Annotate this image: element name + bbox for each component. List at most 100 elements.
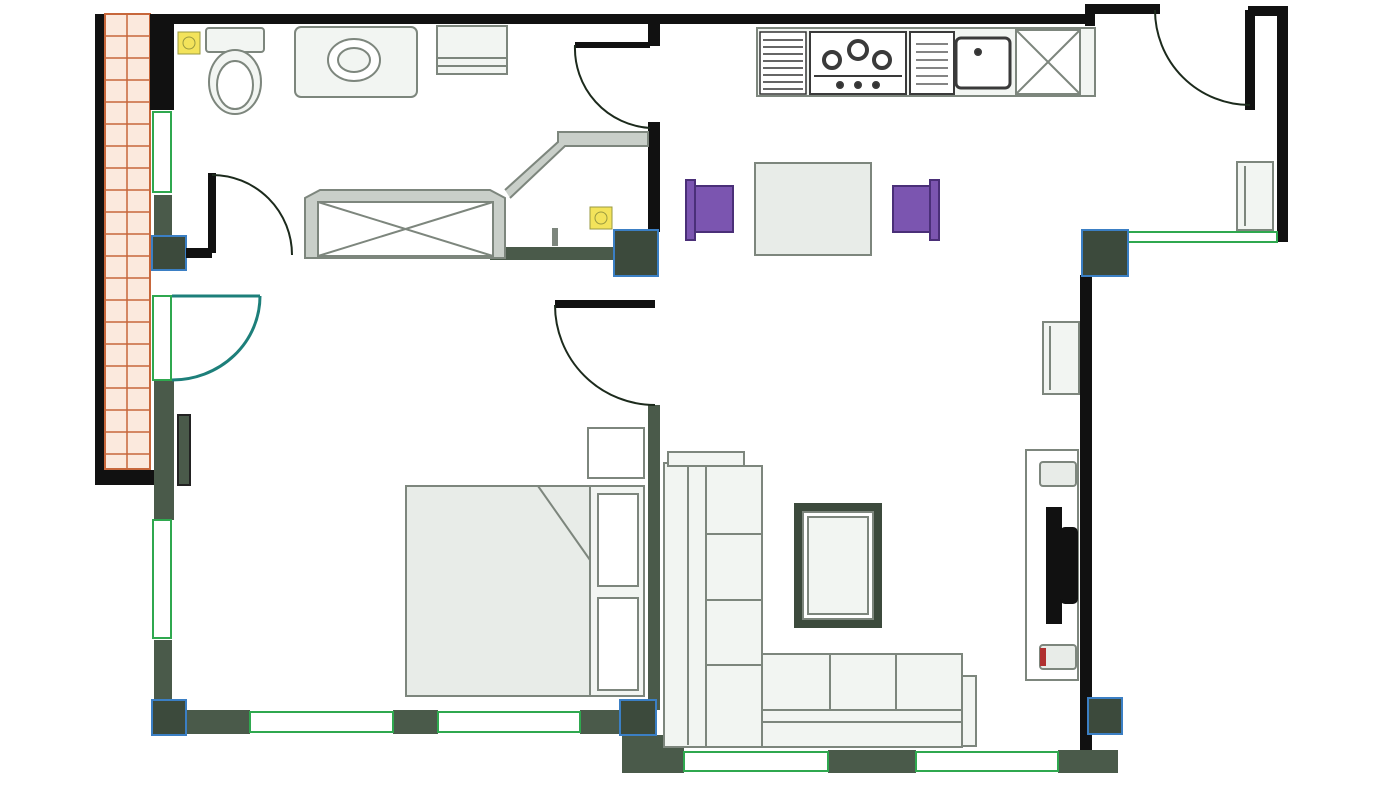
dining-table-icon <box>754 162 872 256</box>
wardrobe-handle <box>177 414 191 486</box>
tv-stand <box>1060 527 1078 604</box>
chair-left-back <box>685 179 696 241</box>
entry-wall-top <box>1085 4 1160 14</box>
window-left-upper <box>152 111 172 193</box>
left-wall-gray-1 <box>154 195 172 240</box>
right-wall-upper <box>1248 6 1288 16</box>
balcony-bottom-wall <box>95 470 155 485</box>
column-left-bottom <box>151 699 187 736</box>
fridge <box>1015 29 1081 95</box>
door-bathroom <box>573 42 651 129</box>
kitchen-sink-icon <box>909 31 1012 95</box>
shower-tap <box>552 228 558 246</box>
bath-shelf <box>436 25 508 75</box>
tv-icon <box>1046 507 1078 624</box>
nightstand <box>587 427 645 479</box>
bottom-wall-left-3 <box>580 710 620 734</box>
brick-grid <box>105 14 150 469</box>
window-bottom-4 <box>915 751 1059 772</box>
tv-red-accent <box>1040 648 1046 666</box>
entry-wall-left <box>1085 4 1095 26</box>
door-shower-hinge <box>186 248 212 258</box>
walls <box>150 4 1288 750</box>
sofa-back-horizontal <box>761 709 963 748</box>
column-center <box>613 229 659 277</box>
top-wall <box>150 14 1090 24</box>
chair-icon <box>685 179 940 241</box>
door-entry-swing <box>1154 9 1251 106</box>
stove-icon <box>809 31 907 95</box>
bed-icon <box>405 485 645 697</box>
column-right <box>1081 229 1129 277</box>
right-wall-side <box>1277 6 1288 242</box>
coffee-table-icon <box>794 503 882 628</box>
stove-burner-2 <box>847 39 869 61</box>
pillow-2 <box>597 597 639 691</box>
toilet-tank <box>205 27 265 53</box>
door-shower-leaf <box>208 173 216 253</box>
sofa-icon <box>663 451 977 748</box>
basin-icon <box>294 26 418 98</box>
window-bottom-2 <box>437 711 581 733</box>
sofa-seat-vertical <box>705 465 763 748</box>
partition-step <box>490 247 615 260</box>
sink-drainboard <box>909 31 955 95</box>
window-left-lower <box>152 519 172 639</box>
door-shower <box>186 173 293 258</box>
shelf-entry <box>1236 161 1274 231</box>
chair-left-seat <box>692 185 734 233</box>
door-bathroom-swing <box>573 44 651 129</box>
window-right-ledge <box>1124 231 1278 243</box>
corridor-wall-gray <box>648 405 660 710</box>
light-shower-bulb <box>594 211 608 225</box>
stove-burner-3 <box>872 50 892 70</box>
bath-door-jamb <box>648 24 660 46</box>
drain-rack <box>759 31 807 95</box>
door-balcony-glass <box>171 294 262 382</box>
window-bottom-1 <box>249 711 394 733</box>
sofa-arm-top <box>667 451 745 467</box>
column-center-bottom <box>619 699 657 736</box>
balcony-wall <box>95 14 105 484</box>
shelves <box>177 161 1274 486</box>
door-bedroom-swing <box>554 304 656 406</box>
door-shower-swing <box>211 174 293 256</box>
column-left-mid <box>151 235 187 271</box>
window-left-mid <box>152 295 172 381</box>
kitchen <box>756 27 1096 97</box>
right-wall-door-jamb <box>1245 10 1255 110</box>
door-balcony-glass-swing <box>171 295 262 382</box>
doors <box>171 9 1251 406</box>
dining <box>685 162 940 256</box>
tv-screen <box>1046 507 1062 624</box>
toilet-seat <box>216 60 254 110</box>
chair-right-back <box>929 179 940 241</box>
shelf-living <box>1042 321 1080 395</box>
living-right-wall <box>1080 275 1092 750</box>
sofa-seat-horizontal <box>761 653 963 711</box>
bottom-wall-left-1 <box>185 710 250 734</box>
columns <box>151 229 1129 736</box>
light-bath-bulb <box>182 36 196 50</box>
coffee-table-top <box>807 516 869 615</box>
living <box>663 449 1079 748</box>
sofa-back-vertical <box>663 462 709 748</box>
ceiling-light-icon <box>177 31 613 230</box>
corridor-wall <box>648 122 660 232</box>
tv-unit <box>1025 449 1079 681</box>
window-bottom-3 <box>683 751 829 772</box>
basin-inner <box>337 47 371 73</box>
shower-angle <box>504 131 649 199</box>
sink-bowl <box>954 36 1012 90</box>
bathroom <box>177 25 649 259</box>
tv-speaker-top <box>1039 461 1077 487</box>
toilet-icon <box>205 27 265 115</box>
door-bathroom-leaf <box>575 42 650 48</box>
left-wall-upper <box>150 14 174 110</box>
pillow-1 <box>597 493 639 587</box>
column-right-bottom <box>1087 697 1123 735</box>
sofa-arm-right <box>961 675 977 747</box>
left-wall-gray-2 <box>154 640 172 700</box>
door-bedroom <box>554 300 656 406</box>
